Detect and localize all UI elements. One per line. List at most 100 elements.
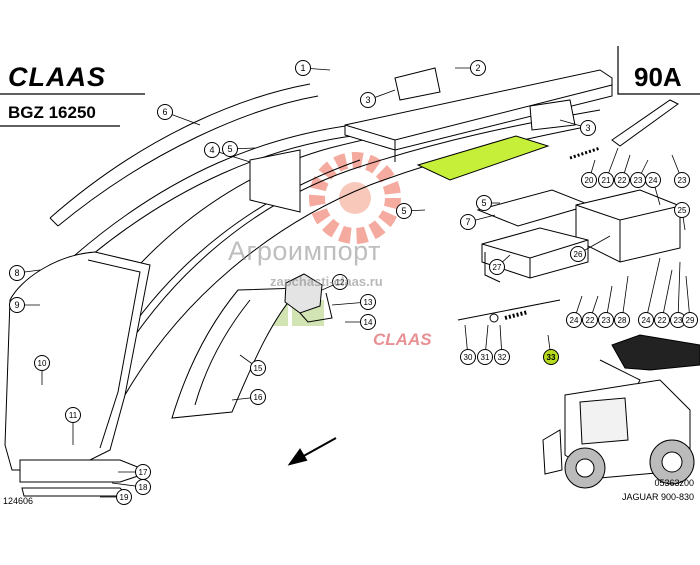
callout-number: 26 [574,250,583,259]
callout-number: 1 [300,63,305,73]
callout-circle[interactable] [295,60,311,76]
callout-circle[interactable] [638,312,654,328]
side-panel [4,251,152,497]
callout-circle[interactable] [477,349,493,365]
callout-number: 8 [14,268,19,278]
brackets [476,189,681,283]
callout-number: 18 [139,483,148,492]
callout-circle[interactable] [582,312,598,328]
callout-number: 19 [120,493,129,502]
callout-circle[interactable] [204,142,220,158]
callout-circle[interactable] [65,407,81,423]
header-frame [0,46,700,127]
callout-circle[interactable] [598,172,614,188]
callout-circle[interactable] [9,265,25,281]
callout-leader [677,261,681,321]
callout-circle[interactable] [250,389,266,405]
callout-circle[interactable] [360,294,376,310]
callout-circle[interactable] [494,349,510,365]
image-code: 05363z00 [654,478,694,488]
callout-number: 11 [69,411,78,420]
callout-circle[interactable] [470,60,486,76]
callout-circle[interactable] [135,479,151,495]
mounts [394,67,576,131]
callout-circle[interactable] [360,314,376,330]
callout-circle[interactable] [332,274,348,290]
callout-circle[interactable] [598,312,614,328]
callout-number: 23 [674,316,683,325]
callout-circle[interactable] [9,297,25,313]
callout-number: 2 [475,63,480,73]
callout-number: 16 [254,393,263,402]
callout-leader [661,269,673,321]
callout-number: 24 [649,176,658,185]
callout-circle[interactable] [460,349,476,365]
springs-rods [457,99,679,323]
window-panels [171,287,302,419]
callout-circle[interactable] [250,360,266,376]
callout-number: 10 [38,359,47,368]
callout-circle[interactable] [222,141,238,157]
page-code: 90A [634,62,682,92]
callout-number: 24 [642,316,651,325]
callout-number: 12 [336,278,345,287]
callout-circle[interactable] [116,489,132,505]
callout-number: 5 [401,206,406,216]
callout-number: 23 [634,176,643,185]
callout-circle[interactable] [396,203,412,219]
callout-number: 25 [678,206,687,215]
drawing-number: 124606 [3,496,34,506]
callout-circle[interactable] [654,312,670,328]
callout-number: 24 [570,316,579,325]
callout-circle[interactable] [570,246,586,262]
callout-circle[interactable] [476,195,492,211]
callout-number: 33 [547,353,556,362]
watermark-brand: CLAAS [373,330,432,349]
callout-number: 3 [585,123,590,133]
callout-circle[interactable] [674,172,690,188]
callout-number: 23 [678,176,687,185]
callout-number: 22 [618,176,627,185]
callout-circle[interactable] [460,214,476,230]
machine-name: JAGUAR 900-830 [621,492,694,502]
callout-number: 15 [254,364,263,373]
callout-leader [645,257,661,321]
callout-number: 21 [602,176,611,185]
callout-number: 23 [602,316,611,325]
callout-number: 32 [498,353,507,362]
harvester-illustration [542,334,700,489]
callout-number: 20 [585,176,594,185]
top-beam [249,69,613,213]
callout-number: 14 [364,318,373,327]
callout-number: 5 [227,144,232,154]
callout-circle[interactable] [157,104,173,120]
callout-number: 13 [364,298,373,307]
callout-circle[interactable] [566,312,582,328]
callout-number: 9 [14,300,19,310]
callout-circle[interactable] [34,355,50,371]
model-code: BGZ 16250 [8,103,96,122]
callout-circle[interactable] [489,259,505,275]
callout-circle[interactable] [674,202,690,218]
callout-number: 3 [365,95,370,105]
callout-circle[interactable] [645,172,661,188]
callout-number: 5 [481,198,486,208]
callout-number: 28 [618,316,627,325]
callout-circle[interactable] [543,349,559,365]
callout-number: 17 [139,468,148,477]
watermark-site: zapchasti-claas.ru [270,274,383,289]
watermark-company: Агроимпорт [228,236,381,266]
callout-circle[interactable] [581,172,597,188]
callout-circle[interactable] [580,120,596,136]
callout-number: 7 [465,217,470,227]
callout-circle[interactable] [682,312,698,328]
callout-circle[interactable] [360,92,376,108]
lamp [284,273,333,323]
callout-circle[interactable] [614,312,630,328]
callout-number: 30 [464,353,473,362]
callout-number: 22 [658,316,667,325]
callout-circle[interactable] [614,172,630,188]
callout-number: 22 [586,316,595,325]
callout-number: 31 [481,353,490,362]
